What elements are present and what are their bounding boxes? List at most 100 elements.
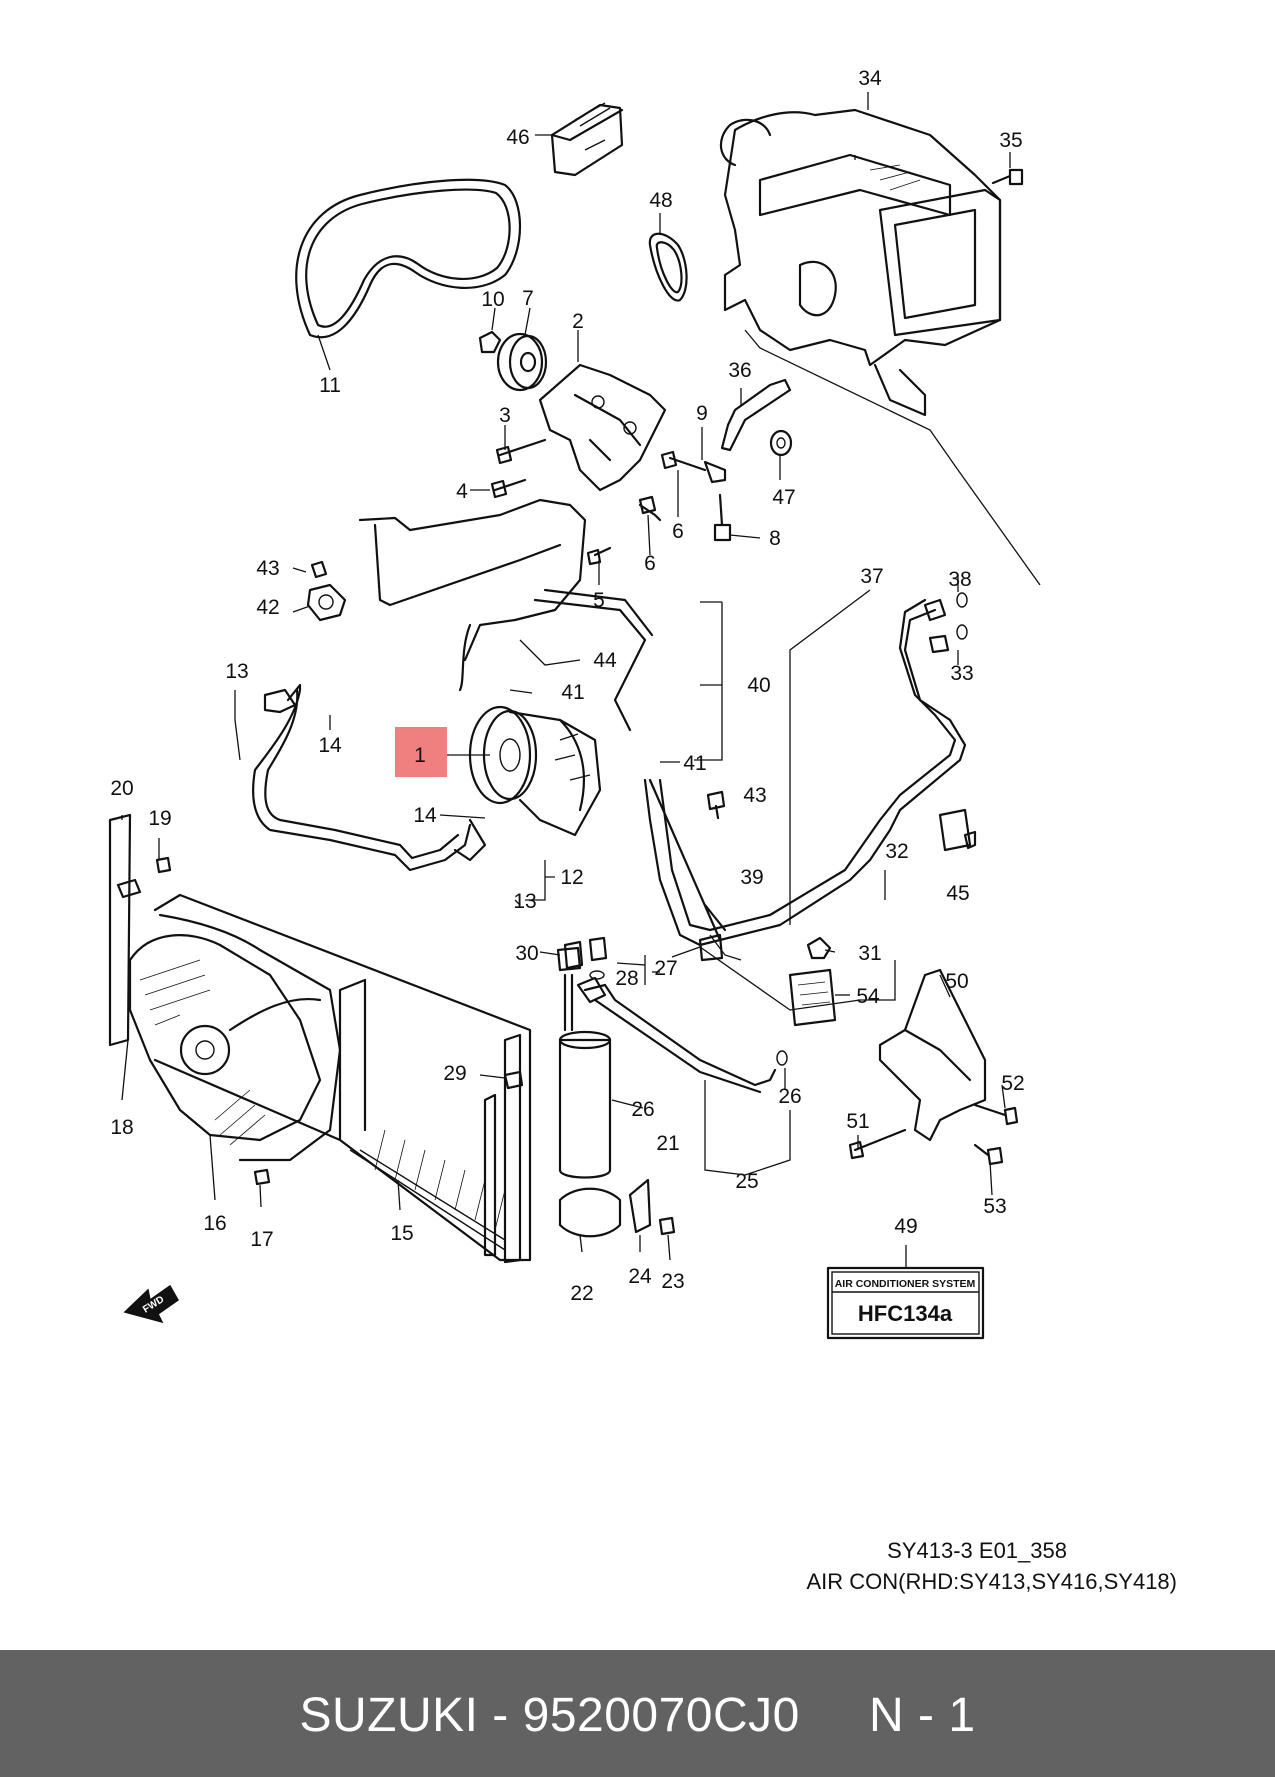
callout-5: 5 [593,589,605,612]
callout-22: 22 [570,1282,593,1305]
decal-line1: AIR CONDITIONER SYSTEM [835,1278,976,1290]
insulator-pad [788,968,837,1027]
callout-37: 37 [860,565,883,588]
callout-26: 26 [778,1085,801,1108]
compressor-bracket [538,363,667,492]
callout-43: 43 [743,784,766,807]
callout-8: 8 [769,527,781,550]
receiver-drier [556,946,612,1179]
refrigerant-decal: AIR CONDITIONER SYSTEM HFC134a [826,1266,985,1340]
callout-50: 50 [945,970,968,993]
parts-diagram: AIR CONDITIONER SYSTEM HFC134a FWD [108,67,1178,1594]
callout-27: 27 [654,957,677,980]
condenser [153,893,532,1264]
callout-4: 4 [456,480,468,503]
callout-29: 29 [443,1062,466,1085]
seal-ring [648,232,688,302]
mount-bracket [848,968,1019,1166]
decal-line2: HFC134a [858,1301,953,1326]
callout-14: 14 [413,804,437,827]
callout-46: 46 [506,126,529,149]
idler-pulley [478,330,548,392]
callout-23: 23 [661,1270,684,1293]
callout-labels: 1 2 3 4 5 6 6 7 8 9 10 11 12 13 13 14 14… [110,67,1024,1305]
discharge-pipe [252,683,487,872]
callout-51: 51 [846,1110,869,1133]
callout-54: 54 [856,985,880,1008]
callout-28: 28 [615,967,638,990]
evaporator-unit [719,108,1002,417]
fwd-arrow-icon: FWD [123,1284,179,1324]
callout-41: 41 [683,752,706,775]
control-module [550,102,624,177]
callout-35: 35 [999,129,1022,152]
callout-38: 38 [948,568,971,591]
callout-16: 16 [203,1212,226,1235]
callout-13: 13 [225,660,248,683]
part-number-footer: SUZUKI - 9520070CJ0 N - 1 [0,1650,1275,1777]
callout-48: 48 [649,189,672,212]
callout-42: 42 [256,596,279,619]
callout-24: 24 [628,1265,652,1288]
callout-52: 52 [1001,1072,1024,1095]
highlight-box [395,727,447,777]
liquid-pipe [576,976,788,1094]
bolts-9-6-5 [586,450,727,566]
part-number-text: SUZUKI - 9520070CJ0 N - 1 [299,1689,976,1742]
bolt-43b [706,790,726,820]
callout-11: 11 [319,374,341,397]
pressure-hoses [643,592,968,962]
callout-40: 40 [747,674,770,697]
bolts-29-17 [253,1070,524,1186]
callout-13: 13 [513,890,536,913]
diagram-code: SY413-3 E01_358 [887,1538,1067,1563]
stud-8 [713,493,732,542]
callout-36: 36 [728,359,751,382]
callout-19: 19 [148,807,171,830]
callout-53: 53 [983,1195,1006,1218]
drier-clamp [558,1178,676,1238]
relay [938,808,977,852]
callout-34: 34 [858,67,882,90]
callout-39: 39 [740,866,763,889]
leader-lines [121,92,1041,1268]
callout-32: 32 [885,840,908,863]
suction-hose [358,498,654,732]
diagram-title: AIR CON(RHD:SY413,SY416,SY418) [806,1569,1178,1594]
callout-21: 21 [656,1132,679,1155]
compressor [468,705,602,837]
callout-43: 43 [256,557,279,580]
pressure-switch [563,936,608,980]
callout-3: 3 [499,404,511,427]
callout-44: 44 [593,649,617,672]
callout-14: 14 [318,734,342,757]
callout-10: 10 [481,288,504,311]
callout-6: 6 [672,520,684,543]
callout-30: 30 [515,942,538,965]
bolt-35 [991,168,1024,186]
callout-26: 26 [631,1098,654,1121]
drain-hose [720,378,793,457]
drive-belt [295,178,521,339]
callout-41: 41 [561,681,584,704]
callout-7: 7 [522,287,534,310]
condenser-fan [128,913,342,1162]
bolts-3-4 [490,438,547,499]
callout-9: 9 [696,402,708,425]
fan-bracket [108,813,172,1047]
callout-1: 1 [414,744,426,767]
callout-45: 45 [946,882,969,905]
callout-20: 20 [110,777,133,800]
callout-15: 15 [390,1222,413,1245]
callout-2: 2 [572,310,584,333]
callout-12: 12 [560,866,583,889]
callout-6: 6 [644,552,656,575]
hose-clamp [306,560,347,622]
clip-31 [806,936,832,960]
callout-33: 33 [950,662,973,685]
callout-47: 47 [772,486,795,509]
callout-18: 18 [110,1116,133,1139]
diagram-canvas: AIR CONDITIONER SYSTEM HFC134a FWD [108,67,1041,1340]
callout-17: 17 [250,1228,273,1251]
callout-31: 31 [858,942,881,965]
